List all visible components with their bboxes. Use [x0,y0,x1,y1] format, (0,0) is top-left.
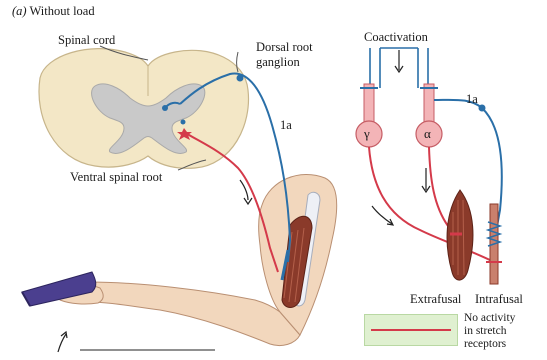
arrow-up-load [58,334,66,352]
arrow-down-arm [240,180,248,200]
label-coactivation: Coactivation [364,30,428,44]
legend-line [371,329,451,331]
sensory-node-right [479,105,486,112]
label-1a-right: 1a [466,92,478,106]
label-intrafusal: Intrafusal [475,292,523,306]
label-gamma: γ [364,127,370,142]
panel-heading: (a) Without load [12,4,95,18]
alpha-axon-stem [424,84,434,122]
label-ventral-spinal-root: Ventral spinal root [70,170,162,184]
sensory-terminal [181,120,186,125]
panel-letter: (a) [12,4,27,18]
gamma-input-tube [370,48,380,88]
label-alpha: α [424,127,431,142]
panel-title: Without load [29,4,94,18]
arrow-gamma-curve [372,206,392,224]
legend-line2: in stretch [464,325,506,338]
label-spinal-cord: Spinal cord [58,33,115,47]
legend-line3: receptors [464,338,506,351]
arm [22,174,337,345]
label-dorsal-root-line1: Dorsal root [256,40,313,54]
label-dorsal-root-line2: ganglion [256,55,300,69]
gamma-axon [369,147,494,262]
coactivation-schematic [356,48,502,284]
legend-line1: No activity [464,312,515,325]
sensory-terminal [162,105,168,111]
legend-swatch [364,314,458,346]
forearm [88,282,300,346]
gamma-axon-stem [364,84,374,122]
alpha-input-tube [418,48,428,88]
dorsal-root-ganglion [237,75,244,82]
label-extrafusal: Extrafusal [410,292,461,306]
label-1a-left: 1a [280,118,292,132]
